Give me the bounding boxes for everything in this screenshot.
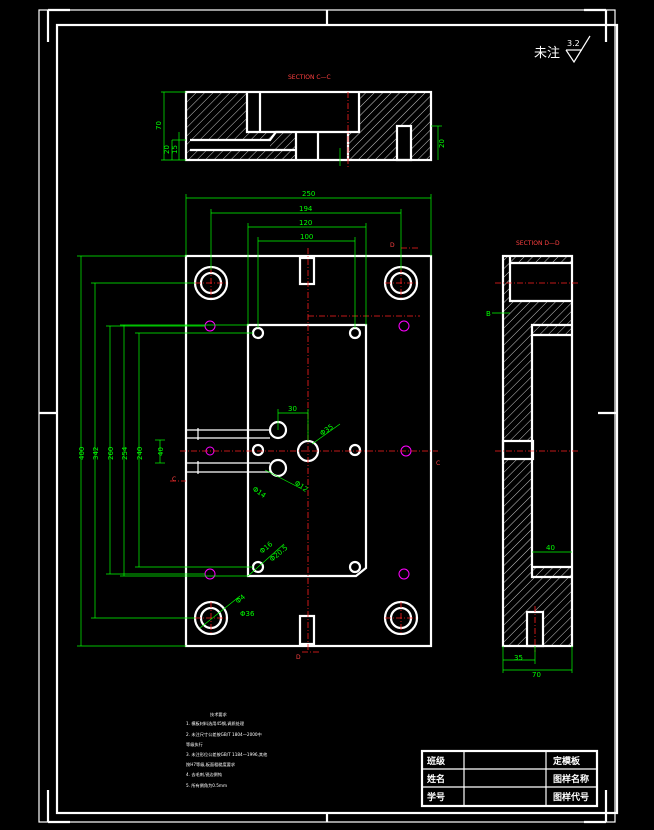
dim-phi12: Φ12 [293, 479, 309, 494]
dim-240: 240 [136, 447, 144, 460]
dim-d-70: 70 [532, 671, 541, 679]
notes-line-5: 按H7等级,板面粗糙度要求 [186, 761, 236, 768]
dim-phi35: Φ35 [319, 423, 335, 438]
section-mark-c-left: C [172, 476, 176, 483]
section-c-view [184, 90, 433, 168]
notes-line-3: 等级执行 [186, 741, 203, 748]
main-dims-vertical: 400 342 260 254 240 40 C C D [77, 255, 440, 661]
title-block: 班级 定模板 姓名 图样名称 学号 图样代号 [420, 749, 599, 808]
notes-line-4: 3. 未注形位公差按GB/T 1184—1996,其他 [186, 751, 268, 758]
title-block-drawing-code: 图样代号 [553, 791, 589, 803]
main-dims-horizontal: 250 194 120 100 D [185, 190, 432, 328]
notes-line-6: 4. 去毛刺,锐边倒钝 [186, 771, 223, 778]
dim-d-40: 40 [546, 544, 555, 552]
dim-c-70: 70 [155, 121, 163, 130]
notes-line-2: 2. 未注尺寸公差按GB/T 1804—2000中 [186, 731, 262, 738]
dim-30: 30 [288, 405, 297, 413]
dim-342: 342 [92, 447, 100, 460]
section-d-view [495, 254, 580, 652]
title-block-class-label: 班级 [427, 755, 446, 767]
dim-194: 194 [299, 205, 313, 213]
dim-40: 40 [157, 447, 165, 456]
frame-corner-marks [39, 8, 617, 824]
roughness-label: 未注 [534, 46, 560, 61]
title-block-id-label: 学号 [427, 791, 445, 803]
section-mark-c-right: C [436, 460, 440, 467]
dim-phi14: Φ14 [251, 485, 268, 500]
dim-250: 250 [302, 190, 315, 198]
dim-c-20: 20 [163, 145, 171, 154]
technical-notes: 技术要求 1. 模板材料选用45钢,调质处理 2. 未注尺寸公差按GB/T 18… [186, 711, 268, 789]
section-d-title: SECTION D—D [516, 240, 560, 247]
main-plan-view [180, 248, 438, 652]
section-mark-d-top: D [390, 242, 395, 249]
notes-line-7: 5. 所有倒角为0.5mm [186, 782, 227, 789]
dim-c-15: 15 [171, 145, 179, 154]
inner-border [55, 23, 619, 815]
roughness-value: 3.2 [567, 39, 580, 48]
dim-c-20-right: 20 [438, 139, 446, 148]
dim-d-35: 35 [514, 654, 523, 662]
notes-title: 技术要求 [210, 711, 228, 718]
title-block-part-name: 定模板 [552, 755, 581, 767]
dim-254: 254 [121, 446, 129, 460]
section-c-title: SECTION C—C [288, 74, 331, 81]
title-block-drawing-name: 图样名称 [553, 773, 589, 785]
dim-phi36: Φ36 [240, 610, 255, 618]
dim-b: B [486, 310, 491, 318]
section-mark-d-bottom: D [296, 654, 301, 661]
dim-phi4: Φ4 [234, 593, 247, 606]
dim-120: 120 [299, 219, 312, 227]
section-d-dims: B 40 35 70 [486, 310, 573, 679]
title-block-name-label: 姓名 [426, 773, 445, 785]
notes-line-1: 1. 模板材料选用45钢,调质处理 [186, 720, 245, 727]
dim-400: 400 [78, 447, 86, 460]
roughness-symbol: 未注 3.2 [534, 35, 591, 64]
dim-260: 260 [107, 447, 115, 460]
section-c-dims: 70 20 15 20 [155, 91, 446, 161]
dim-100: 100 [300, 233, 313, 241]
